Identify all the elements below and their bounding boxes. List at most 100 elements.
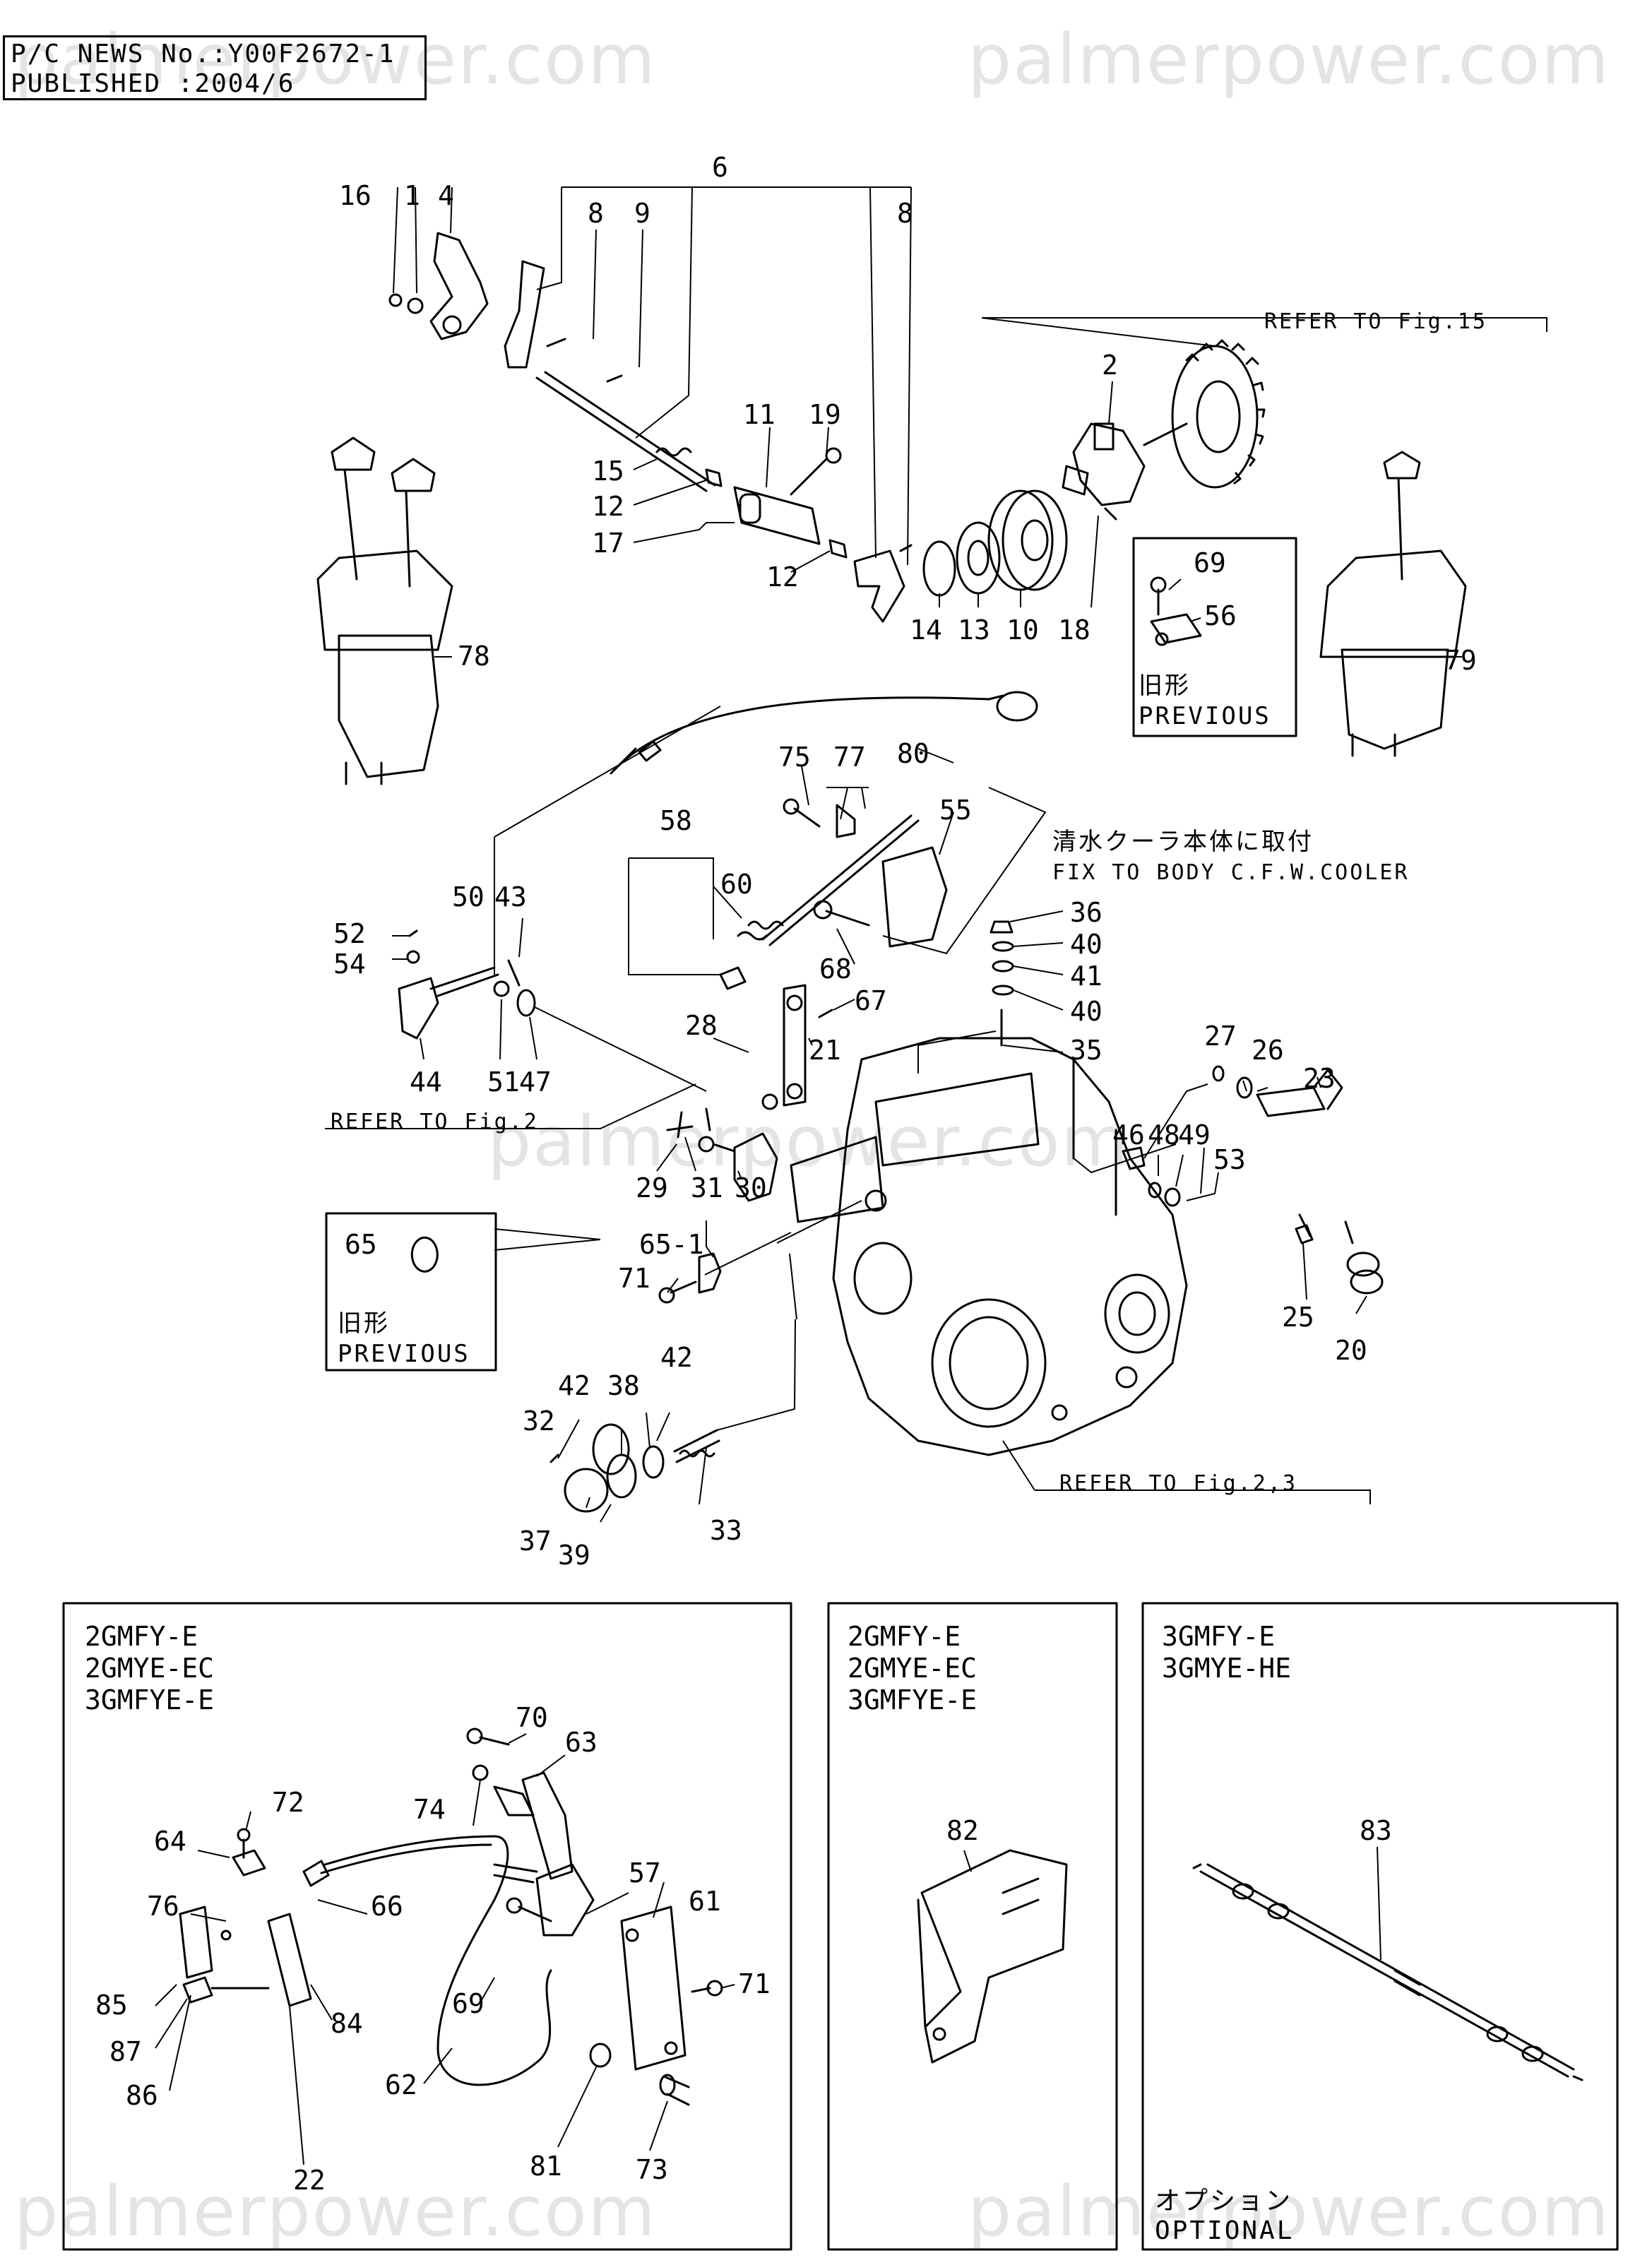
part-label: 9: [634, 198, 650, 229]
panel-left-model: 3GMFYE-E: [85, 1684, 214, 1716]
watermark: palmerpower.com: [968, 20, 1610, 100]
part-label: 62: [385, 2069, 417, 2100]
part-label: 67: [855, 985, 887, 1016]
part-label: 79: [1444, 645, 1477, 676]
part-label: 8: [588, 198, 604, 229]
previous-jp: 旧形: [338, 1309, 390, 1338]
part-label: 27: [1204, 1021, 1237, 1052]
part-label: 33: [710, 1515, 742, 1546]
part-label: 36: [1070, 897, 1103, 928]
published-date: PUBLISHED :2004/6: [11, 69, 295, 98]
panel-right-model: 3GMFY-E: [1162, 1621, 1275, 1652]
part-label: 22: [293, 2165, 326, 2196]
refer-fig15: REFER TO Fig.15: [1264, 309, 1487, 334]
watermark: palmerpower.com: [14, 2172, 657, 2252]
part-label: 23: [1303, 1063, 1336, 1094]
fix-note-jp: 清水クーラ本体に取付: [1052, 828, 1314, 856]
panel-right-model: 3GMYE-HE: [1162, 1653, 1291, 1684]
part-label: 48: [1148, 1119, 1180, 1151]
part-label: 29: [636, 1172, 668, 1203]
part-label: 12: [592, 491, 624, 522]
part-label: 73: [636, 2154, 668, 2185]
part-label: 39: [558, 1540, 590, 1571]
part-label: 65: [345, 1229, 377, 1260]
part-label: 18: [1058, 614, 1091, 646]
part-label: 14: [910, 614, 942, 646]
part-label: 70: [516, 1702, 548, 1733]
optional-en: OPTIONAL: [1155, 2216, 1294, 2245]
part-label: 12: [766, 561, 799, 593]
panel-left-model: 2GMYE-EC: [85, 1653, 214, 1684]
part-label: 53: [1213, 1144, 1246, 1175]
part-label: 76: [147, 1891, 179, 1922]
part-label: 71: [738, 1968, 771, 1999]
part-label: 85: [95, 1990, 128, 2021]
part-label: 65-1: [639, 1229, 704, 1260]
part-label: 6: [712, 152, 728, 183]
part-label: 2: [1102, 350, 1118, 381]
part-label: 8: [897, 198, 913, 229]
part-label: 72: [272, 1787, 304, 1818]
part-label: 11: [743, 399, 776, 430]
part-label: 81: [530, 2151, 562, 2182]
part-label: 87: [109, 2036, 142, 2067]
part-label: 52: [333, 918, 366, 949]
part-label: 74: [413, 1794, 446, 1825]
panel-middle-model: 3GMFYE-E: [848, 1684, 977, 1716]
panel-middle-model: 2GMYE-EC: [848, 1653, 977, 1684]
part-label: 35: [1070, 1035, 1103, 1066]
news-header-box: P/C NEWS No.:Y00F2672-1 PUBLISHED :2004/…: [3, 35, 427, 100]
part-label: 41: [1070, 961, 1103, 992]
part-label: 13: [958, 614, 990, 646]
part-label: 75: [778, 742, 811, 773]
part-label: 26: [1252, 1035, 1284, 1066]
part-label: 15: [592, 456, 624, 487]
part-label: 69: [452, 1988, 485, 2019]
watermark: palmerpower.com: [487, 1102, 1130, 1182]
part-label: 80: [897, 738, 929, 769]
part-label: 68: [819, 953, 852, 985]
part-label: 83: [1360, 1815, 1392, 1846]
part-label: 32: [523, 1405, 555, 1437]
part-label: 60: [720, 869, 753, 900]
part-label: 44: [410, 1066, 442, 1098]
part-label: 43: [494, 881, 527, 912]
part-label: 55: [939, 795, 972, 826]
part-label: 56: [1204, 600, 1237, 631]
panel-left-model: 2GMFY-E: [85, 1621, 198, 1652]
part-label: 17: [592, 528, 624, 559]
previous-en: PREVIOUS: [1139, 702, 1271, 730]
part-label: 61: [689, 1886, 721, 1917]
part-label: 10: [1006, 614, 1039, 646]
part-label: 19: [809, 399, 841, 430]
part-label: 46: [1112, 1119, 1145, 1151]
part-label: 4: [438, 180, 454, 211]
part-label: 31: [691, 1172, 723, 1203]
part-label: 82: [946, 1815, 979, 1846]
part-label: 40: [1070, 996, 1103, 1027]
part-label: 30: [735, 1172, 767, 1203]
part-label: 25: [1282, 1302, 1314, 1333]
watermark: palmerpower.com: [14, 20, 657, 100]
part-label: 84: [331, 2008, 363, 2039]
optional-jp: オプション: [1155, 2187, 1293, 2216]
part-label: 49: [1178, 1119, 1211, 1151]
fix-note-en: FIX TO BODY C.F.W.COOLER: [1052, 860, 1409, 885]
refer-fig23: REFER TO Fig.2,3: [1059, 1471, 1297, 1496]
part-label: 1: [404, 180, 420, 211]
panel-middle-model: 2GMFY-E: [848, 1621, 961, 1652]
previous-jp: 旧形: [1139, 672, 1191, 700]
part-label: 51: [487, 1066, 520, 1098]
part-label: 66: [371, 1891, 403, 1922]
previous-en: PREVIOUS: [338, 1340, 470, 1368]
part-label: 86: [126, 2080, 158, 2111]
part-label: 54: [333, 949, 366, 980]
part-label: 28: [685, 1010, 718, 1041]
part-label: 16: [339, 180, 372, 211]
part-label: 42: [660, 1342, 693, 1373]
part-label: 21: [809, 1035, 841, 1066]
part-label: 47: [519, 1066, 552, 1098]
part-label: 38: [607, 1370, 640, 1401]
part-label: 57: [629, 1857, 661, 1889]
